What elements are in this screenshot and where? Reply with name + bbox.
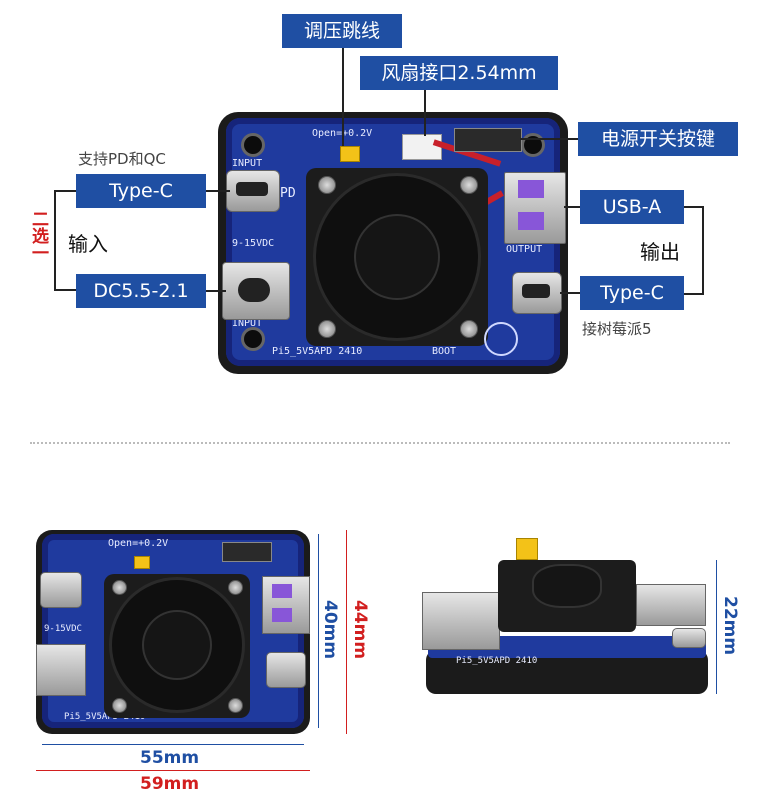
leader-line (206, 190, 230, 192)
leader-line (342, 48, 344, 146)
label-fan-header: 风扇接口2.54mm (360, 56, 558, 90)
bracket-line (684, 206, 704, 208)
mount-hole (524, 136, 542, 154)
leader-line (206, 290, 226, 292)
output-typec-port (672, 628, 706, 648)
bracket-line (702, 206, 704, 294)
leader-line (520, 138, 578, 140)
leader-line (424, 90, 426, 136)
note-raspberry-pi: 接树莓派5 (582, 320, 652, 338)
silk-boot: BOOT (432, 346, 457, 357)
bracket-line (54, 289, 76, 291)
voltage-jumper (516, 538, 538, 560)
voltage-jumper (134, 556, 150, 569)
label-input-typec: Type-C (76, 174, 206, 208)
silk-input-top: INPUT (232, 158, 263, 169)
dim-inner-height: 40mm (320, 600, 340, 660)
output-usba-port (636, 584, 706, 626)
label-output-typec: Type-C (580, 276, 684, 310)
port-slot (238, 278, 270, 302)
silk-model: Pi5_5V5APD 2410 (272, 346, 363, 357)
silk-pd: PD (280, 186, 296, 201)
dim-outer-height: 44mm (350, 600, 370, 660)
bracket-line (54, 190, 76, 192)
mount-hole (244, 330, 262, 348)
fan-screw (318, 176, 336, 194)
silk-voltage: 9-15VDC (44, 624, 82, 634)
power-switch (222, 542, 272, 562)
usba-tongue (518, 212, 544, 230)
input-dc-jack (36, 644, 86, 696)
bracket-line (684, 293, 704, 295)
dim-inner-width: 55mm (140, 748, 200, 768)
label-power-switch: 电源开关按键 (578, 122, 738, 156)
usba-tongue (272, 584, 292, 598)
dim-line-inner-width (42, 744, 304, 745)
dim-line-inner-height (318, 534, 319, 728)
port-slot (236, 182, 268, 196)
power-switch (454, 128, 522, 152)
input-dc-jack (222, 262, 290, 320)
usba-tongue (518, 180, 544, 198)
fan-screw (228, 698, 243, 713)
fan-screw (318, 320, 336, 338)
input-dc-jack (422, 592, 500, 650)
label-input-dc: DC5.5-2.1 (76, 274, 206, 308)
fan-screw (460, 320, 478, 338)
dim-line-outer-height (346, 530, 347, 734)
dim-thickness: 22mm (720, 596, 740, 656)
bracket-line (54, 190, 56, 290)
fan-header (402, 134, 442, 160)
leader-line (560, 292, 580, 294)
note-input: 输入 (68, 232, 108, 256)
label-jumper: 调压跳线 (282, 14, 402, 48)
fan-screw (460, 176, 478, 194)
input-typec-port (40, 572, 82, 608)
port-slot (522, 284, 550, 298)
fan-screw (112, 698, 127, 713)
silk-output: OUTPUT (506, 244, 543, 255)
silk-voltage: 9-15VDC (232, 238, 275, 249)
dim-line-outer-width (36, 770, 310, 771)
note-output: 输出 (640, 240, 680, 264)
fan-screw (112, 580, 127, 595)
voltage-jumper (340, 146, 360, 162)
dim-outer-width: 59mm (140, 774, 200, 794)
output-typec-port (266, 652, 306, 688)
cooling-fan (104, 574, 250, 718)
cooling-fan (306, 168, 488, 346)
note-pd-qc: 支持PD和QC (78, 150, 166, 168)
silk-input-bottom: INPUT (232, 318, 263, 329)
leader-line (564, 206, 580, 208)
dim-line-thickness (716, 560, 717, 694)
logo-mark (484, 322, 518, 356)
fan-screw (228, 580, 243, 595)
cooling-fan (498, 560, 636, 632)
usba-tongue (272, 608, 292, 622)
label-output-usba: USB-A (580, 190, 684, 224)
note-choose-one: 二选一 (28, 210, 48, 261)
mount-hole (244, 136, 262, 154)
silk-open: Open=+0.2V (108, 538, 169, 549)
section-divider (30, 442, 730, 444)
silk-model: Pi5_5V5APD 2410 (64, 712, 146, 722)
silk-model: Pi5_5V5APD 2410 (456, 656, 538, 666)
